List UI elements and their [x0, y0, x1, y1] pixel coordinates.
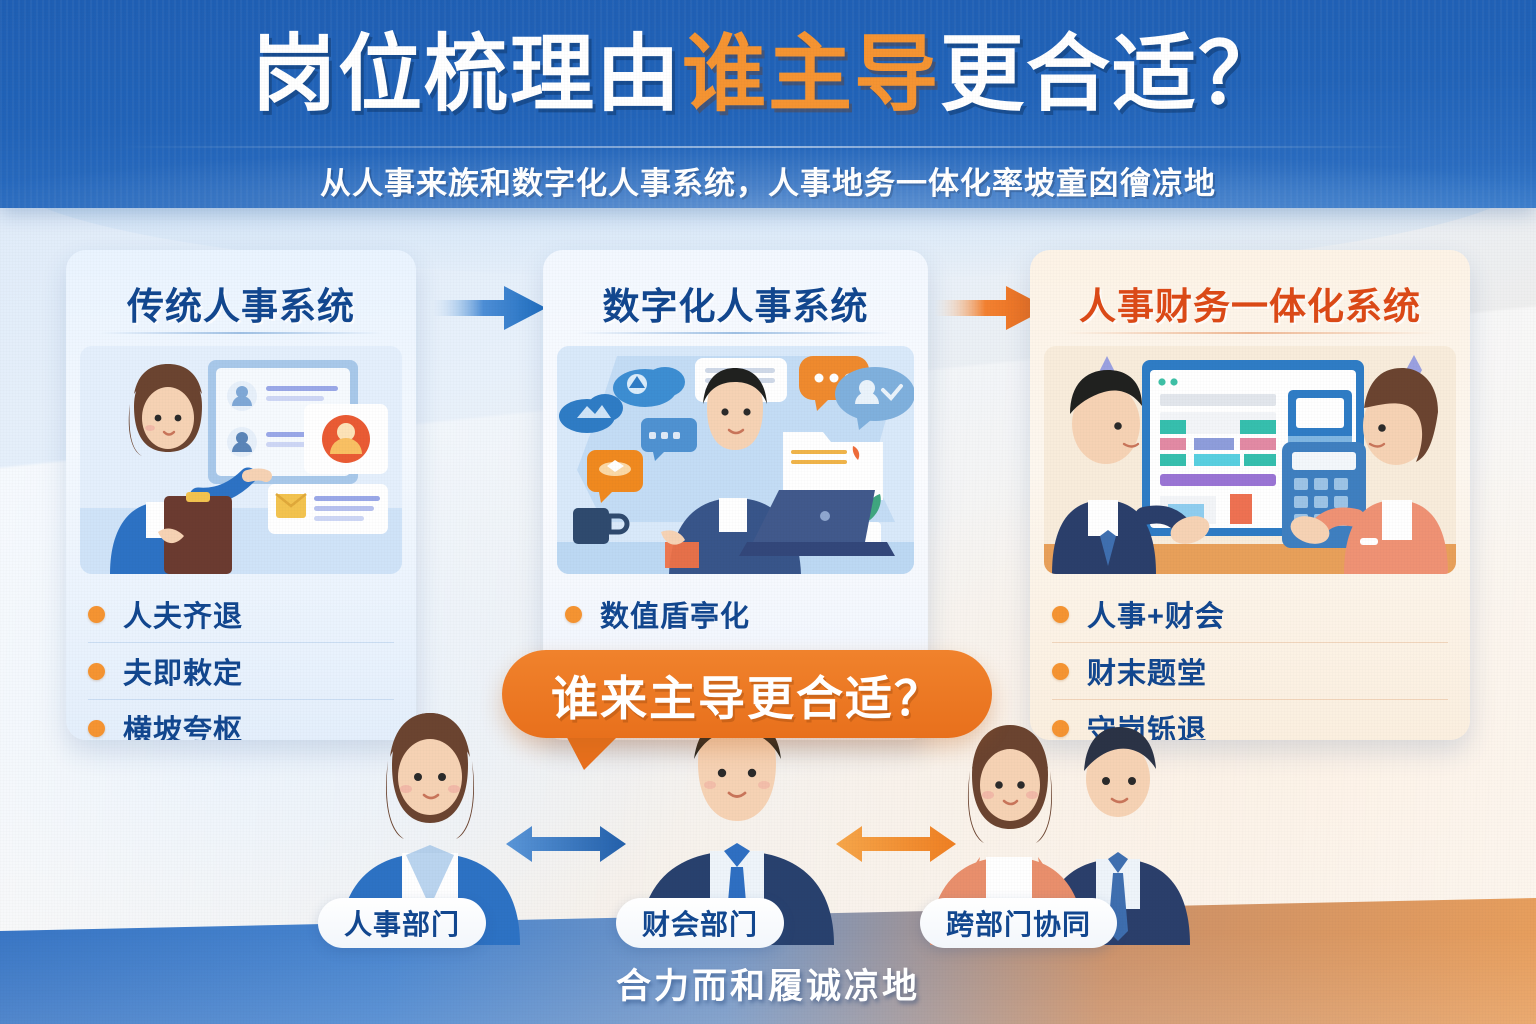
background-bottom-glow: [0, 932, 1536, 1024]
list-item[interactable]: 人事+财会: [1052, 586, 1448, 642]
page-subtitle: 从人事来族和数字化人事系统，人事地务一体化率坡童囟徻凉地: [320, 166, 1216, 201]
card-title-divider: [1064, 332, 1436, 334]
callout-label: 谁来主导更合适？: [551, 671, 943, 725]
chip-label: 人事部门: [344, 909, 461, 940]
page-title-before: 岗位梳理由: [251, 27, 682, 121]
card-title: 传统人事系统: [127, 286, 355, 327]
chip-cross-department[interactable]: 跨部门协同: [920, 898, 1118, 948]
list-item-label: 人事+财会: [1087, 601, 1225, 633]
card-traditional-hr-system[interactable]: 传统人事系统: [66, 250, 416, 740]
list-item[interactable]: 人夫齐退: [88, 586, 394, 642]
page-title: 岗位梳理由谁主导更合适？: [0, 28, 1536, 120]
chip-hr-department[interactable]: 人事部门: [318, 898, 487, 948]
page-title-after: 更合适？: [940, 27, 1285, 121]
list-item-label: 数值盾亭化: [600, 601, 751, 633]
chip-finance-department[interactable]: 财会部门: [616, 898, 785, 948]
double-arrow-blue-icon: [506, 820, 626, 868]
list-item[interactable]: 财末题堂: [1052, 642, 1448, 699]
bullet-dot-icon: [88, 719, 105, 737]
arrow-right-orange-icon: [932, 282, 1050, 334]
arrow-right-blue-icon: [430, 282, 548, 334]
bullet-dot-icon: [1052, 662, 1069, 680]
header-banner: 岗位梳理由谁主导更合适？ 从人事来族和数字化人事系统，人事地务一体化率坡童囟徻凉…: [0, 0, 1536, 208]
callout-who-should-lead[interactable]: 谁来主导更合适？: [502, 650, 992, 738]
chip-label: 财会部门: [642, 909, 759, 940]
footer-caption: 合力而和履诚凉地: [615, 967, 920, 1006]
list-item-label: 人夫齐退: [123, 601, 244, 633]
list-item[interactable]: 夫即敕定: [88, 642, 394, 699]
list-item[interactable]: 数值盾亭化: [565, 586, 906, 642]
list-item-label: 横坡夸枢: [123, 715, 244, 740]
bullet-dot-icon: [1052, 719, 1069, 737]
card-bullet-list: 数值盾亭化: [565, 586, 906, 642]
bullet-dot-icon: [88, 662, 105, 680]
list-item-label: 财末题堂: [1087, 658, 1208, 690]
page-title-highlight: 谁主导: [681, 27, 940, 121]
card-title-divider: [100, 332, 382, 334]
card-bullet-list: 人事+财会 财末题堂 守岗铄退: [1052, 586, 1448, 740]
card-title: 人事财务一体化系统: [1079, 286, 1421, 327]
bullet-dot-icon: [1052, 605, 1069, 623]
card-title-divider: [577, 332, 894, 334]
title-divider: [120, 146, 1416, 148]
double-arrow-orange-icon: [836, 820, 956, 868]
card-title: 数字化人事系统: [602, 286, 869, 327]
list-item[interactable]: 横坡夸枢: [88, 699, 394, 740]
card-bullet-list: 人夫齐退 夫即敕定 横坡夸枢: [88, 586, 394, 740]
card-hr-finance-integrated-system[interactable]: 人事财务一体化系统: [1030, 250, 1470, 740]
illustration-hr-staff-pointing: [80, 346, 402, 574]
bullet-dot-icon: [88, 605, 105, 623]
list-item-label: 夫即敕定: [123, 658, 244, 690]
illustration-colleagues-dashboard-calculator: [1044, 346, 1456, 574]
chip-label: 跨部门协同: [946, 909, 1092, 940]
bullet-dot-icon: [565, 605, 582, 623]
illustration-laptop-worker-cloud-icons: [557, 346, 914, 574]
